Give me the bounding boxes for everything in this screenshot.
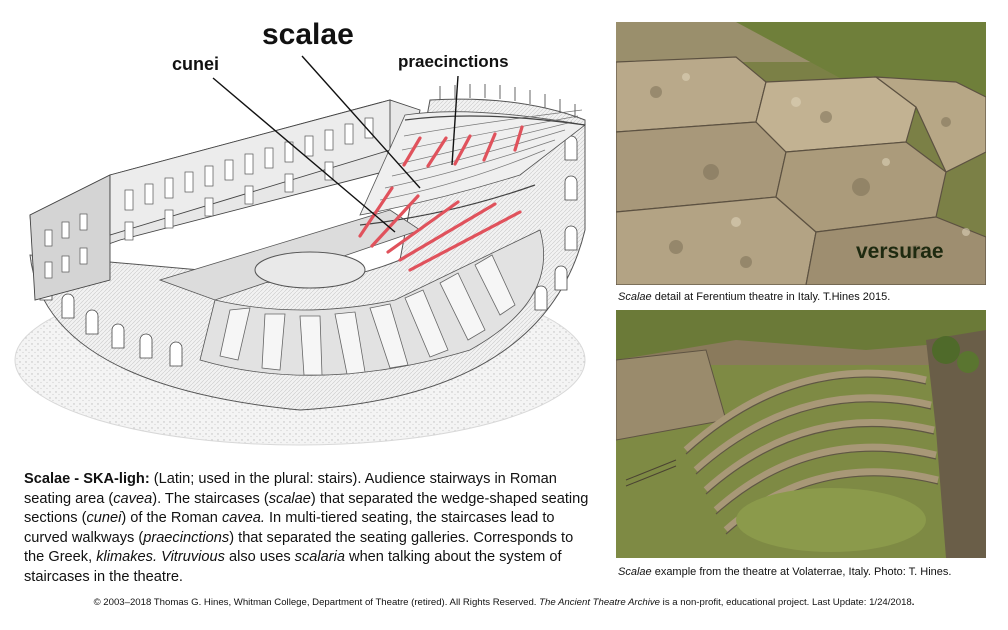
stage-building bbox=[29, 99, 421, 301]
orchestra bbox=[254, 251, 366, 289]
definition-emphasis: Vitruvious bbox=[161, 549, 225, 566]
ferentium-steps-image bbox=[616, 22, 986, 285]
photo-caption-ferentium: Scalae detail at Ferentium theatre in It… bbox=[618, 291, 890, 303]
definition-text: ) that separated the seating galleries. … bbox=[24, 529, 574, 566]
footer-text: © 2003–2018 Thomas G. Hines, Whitman Col… bbox=[93, 597, 540, 608]
definition-text: when talking about the system of stairca… bbox=[24, 549, 562, 585]
photo-overlay-label: versurae bbox=[856, 240, 944, 263]
definition-emphasis: cavea. bbox=[221, 510, 265, 527]
copyright-footer: © 2003–2018 Thomas G. Hines, Whitman Col… bbox=[0, 597, 1008, 608]
cavea-lower bbox=[199, 229, 544, 376]
definition-emphasis: klimakes. bbox=[96, 549, 158, 566]
definition-text: also uses bbox=[224, 549, 295, 566]
callout-leaders bbox=[212, 55, 459, 233]
definition-emphasis: praecinctions bbox=[143, 529, 230, 546]
definition-text: In multi-tiered seating, the staircases … bbox=[24, 510, 555, 546]
scalae-highlights bbox=[358, 125, 524, 272]
roman-theatre-illustration bbox=[0, 0, 610, 460]
caption-text: example from the theatre at Volaterrae, … bbox=[651, 566, 952, 578]
velarium-posts bbox=[439, 84, 576, 118]
archive-name: The Ancient Theatre Archive bbox=[539, 597, 661, 608]
caption-emphasis: Scalae bbox=[618, 566, 652, 578]
callout-praecinctions: praecinctions bbox=[398, 52, 509, 71]
photo-volaterrae-theatre bbox=[616, 310, 986, 558]
footer-text: is a non-profit, educational project. La… bbox=[660, 597, 912, 608]
callout-cunei: cunei bbox=[172, 54, 220, 74]
theatre-cutaway-drawing bbox=[14, 55, 586, 446]
definition-emphasis: cunei bbox=[86, 510, 122, 527]
definition-paragraph: Scalae - SKA-ligh: (Latin; used in the p… bbox=[24, 470, 592, 588]
definition-text: ) of the Roman bbox=[121, 510, 222, 527]
footer-period: . bbox=[911, 597, 915, 608]
caption-emphasis: Scalae bbox=[618, 291, 652, 303]
volaterrae-theatre-image bbox=[616, 310, 986, 558]
definition-emphasis: scalae bbox=[268, 490, 311, 507]
photo-ferentium-scalae: versurae bbox=[616, 22, 986, 285]
definition-emphasis: cavea bbox=[113, 490, 153, 507]
photo-caption-volaterrae: Scalae example from the theatre at Volat… bbox=[618, 566, 951, 578]
definition-text: ). The staircases ( bbox=[152, 490, 269, 507]
definition-term: Scalae - SKA-ligh: bbox=[24, 471, 150, 487]
definition-text: ) that separated the wedge-shaped seatin… bbox=[24, 490, 589, 527]
substructure-vaults bbox=[219, 254, 516, 376]
caption-text: detail at Ferentium theatre in Italy. T.… bbox=[651, 291, 891, 303]
callout-scalae: scalae bbox=[262, 18, 354, 51]
definition-emphasis: scalaria bbox=[294, 549, 345, 566]
definition-text: (Latin; used in the plural: stairs). Aud… bbox=[24, 471, 557, 507]
